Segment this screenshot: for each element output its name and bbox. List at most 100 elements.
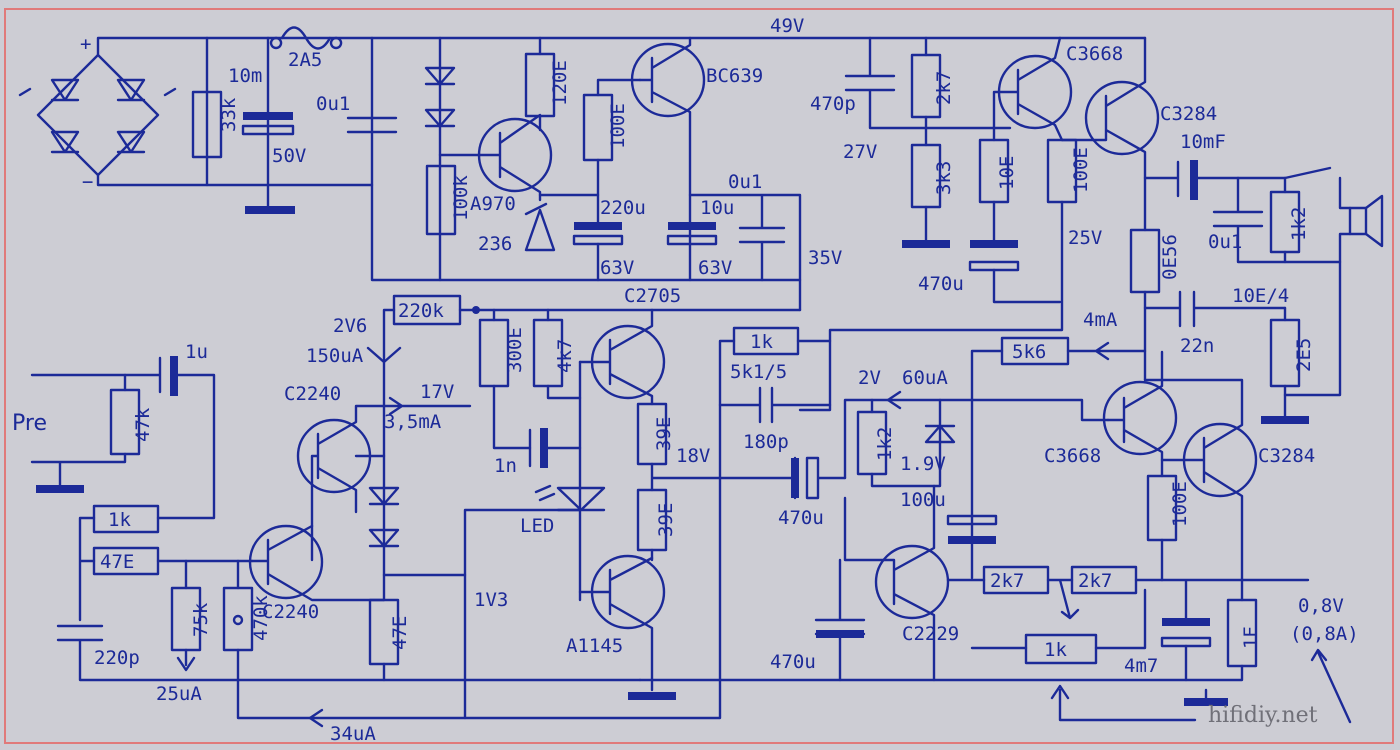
label-39e-a: 39E: [653, 417, 675, 451]
cap-4m7-plate: [1162, 618, 1210, 626]
label-0-8a: (0,8A): [1290, 623, 1359, 645]
bridge-rectifier: [18, 53, 177, 177]
ground-2e5: [1261, 416, 1309, 424]
resistor-33k: [191, 90, 223, 159]
label-3k3: 3k3: [933, 161, 955, 195]
label-220p: 220p: [94, 647, 140, 669]
watermark-text: hifidiy.net: [1208, 703, 1318, 728]
label-4m7: 4m7: [1124, 655, 1158, 677]
label-c3284-b: C3284: [1258, 445, 1315, 467]
label-c3668-b: C3668: [1044, 445, 1101, 467]
label-63v-b: 63V: [698, 257, 732, 279]
label-0-8v: 0,8V: [1298, 595, 1344, 617]
label-4ma: 4mA: [1083, 309, 1118, 331]
label-2v: 2V: [858, 367, 881, 389]
label-100e-c: 100E: [1169, 481, 1191, 527]
label-50v: 50V: [272, 145, 306, 167]
label-100u: 100u: [900, 489, 946, 511]
cap-470u-c: [814, 558, 866, 682]
label-470u-c: 470u: [770, 651, 816, 673]
diodes-bias: [368, 486, 400, 548]
label-27v: 27V: [843, 141, 877, 163]
diode-string: [424, 36, 482, 282]
arrow-measure: [1310, 648, 1352, 724]
resistor-0e56: [1129, 228, 1161, 294]
fuse-symbol: [269, 26, 343, 50]
label-10e-a: 10E: [996, 156, 1018, 190]
label-22n: 22n: [1180, 335, 1214, 357]
label-5k1-5: 5k1/5: [730, 361, 787, 383]
label-34ua: 34uA: [330, 723, 376, 745]
label-100e-a: 100E: [607, 103, 629, 149]
label-1k-b: 1k: [108, 509, 131, 531]
label-17v: 17V: [420, 381, 454, 403]
label-c2240-a: C2240: [284, 383, 341, 405]
label-10u: 10u: [700, 197, 734, 219]
label-10mf: 10mF: [1180, 131, 1226, 153]
label-220k: 220k: [398, 300, 444, 322]
label-470u-a: 470u: [918, 273, 964, 295]
label-3-5ma: 3,5mA: [384, 411, 442, 433]
cap-1u: [30, 356, 216, 520]
cap-0u1-c: [1212, 176, 1342, 264]
label-2k7-b: 2k7: [990, 570, 1024, 592]
cap-10m-plate: [243, 112, 293, 120]
label-led: LED: [520, 515, 554, 537]
label-75k: 75k: [190, 602, 212, 637]
cap-470u-b: [793, 456, 847, 500]
ground-output: [1184, 698, 1228, 706]
label-2a5: 2A5: [288, 49, 322, 71]
arrow-34ua: [308, 708, 324, 728]
transistor-c3284-a: [1084, 80, 1160, 156]
transistor-c2240-b: [248, 524, 324, 600]
ground-3k3: [902, 240, 950, 248]
cap-0u1-a: [346, 116, 398, 134]
label-1v3: 1V3: [474, 589, 508, 611]
cap-220p: [56, 624, 642, 682]
transistor-bc639: [630, 42, 706, 118]
cap-10u-plate: [668, 222, 716, 230]
label-1k2-b: 1k2: [874, 427, 896, 461]
label-1n: 1n: [494, 455, 517, 477]
resistor-100k: [425, 164, 457, 236]
label-1-9v: 1.9V: [900, 453, 946, 475]
cap-470p: [844, 36, 1012, 130]
zener-1-9v: [924, 424, 956, 444]
label-1k2-a: 1k2: [1288, 207, 1310, 241]
label-150ua: 150uA: [306, 345, 364, 367]
label-10e4: 10E/4: [1232, 285, 1289, 307]
cap-22n: [1143, 290, 1287, 328]
label-470k: 470k: [250, 595, 272, 641]
label-33k: 33k: [218, 97, 240, 132]
svg-text:+: +: [80, 33, 91, 55]
label-35v: 35V: [808, 247, 842, 269]
label-2v6: 2V6: [333, 315, 367, 337]
label-1k-pot: 1k: [1044, 639, 1067, 661]
label-100k: 100k: [450, 175, 472, 221]
label-63v-a: 63V: [600, 257, 634, 279]
label-0u1-c: 0u1: [1208, 231, 1242, 253]
label-18v: 18V: [676, 445, 710, 467]
label-2e5: 2E5: [1293, 338, 1315, 372]
led-light-icon: [534, 484, 556, 502]
label-47k: 47k: [132, 407, 154, 442]
label-100e-b: 100E: [1070, 147, 1092, 193]
arrow-17v: [382, 396, 472, 416]
label-c2240-b: C2240: [262, 601, 319, 623]
label-220u: 220u: [600, 197, 646, 219]
label-25ua: 25uA: [156, 683, 202, 705]
resistor-470k: [222, 586, 254, 652]
label-0u1-a: 0u1: [316, 93, 350, 115]
label-c2705: C2705: [624, 285, 681, 307]
svg-text:−: −: [82, 171, 93, 193]
label-180p: 180p: [743, 431, 789, 453]
label-c2229: C2229: [902, 623, 959, 645]
cap-1n: [528, 428, 582, 468]
label-120e: 120E: [549, 60, 571, 106]
label-0e56: 0E56: [1159, 234, 1181, 280]
label-236: 236: [478, 233, 512, 255]
label-pre[interactable]: Pre: [12, 411, 47, 436]
label-1u: 1u: [185, 341, 208, 363]
label-10m: 10m: [228, 65, 262, 87]
